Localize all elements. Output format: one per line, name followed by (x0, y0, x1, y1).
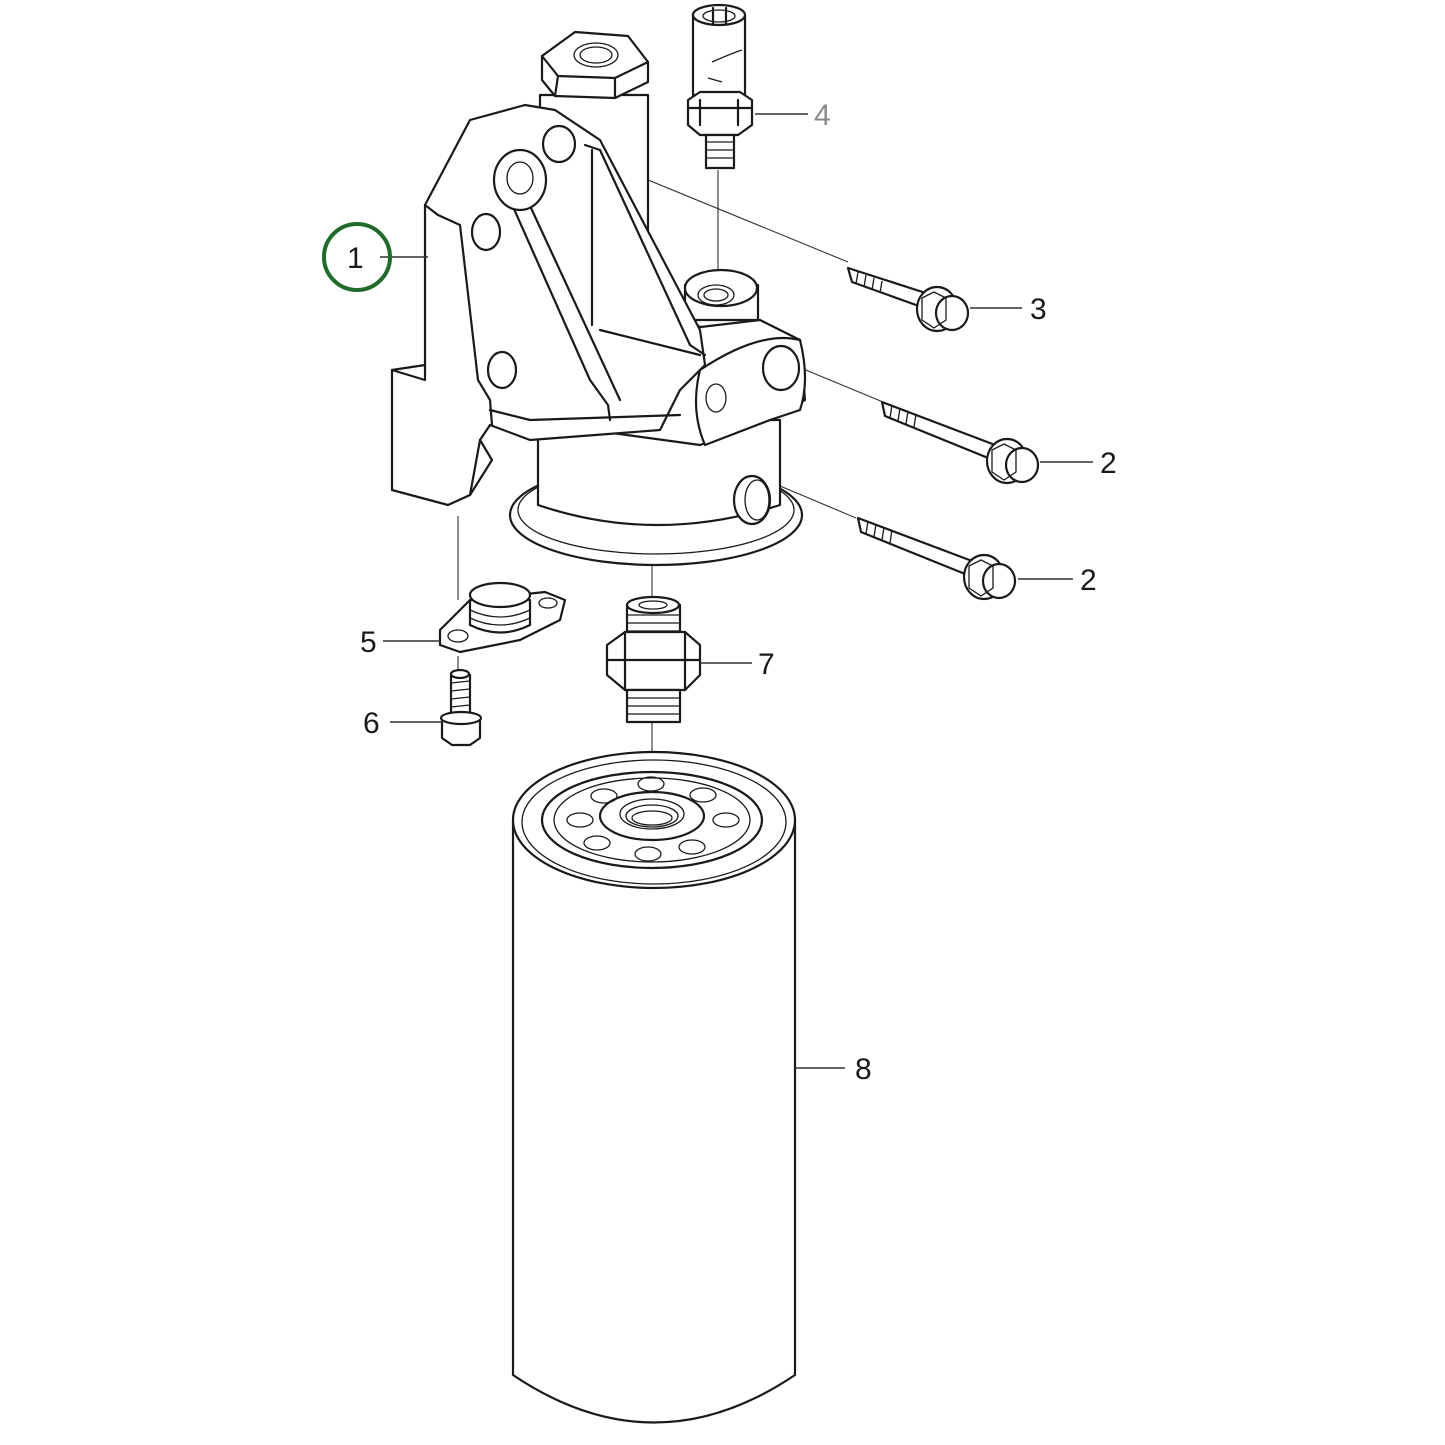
callout-label-6[interactable]: 6 (363, 707, 380, 740)
part-6-screw[interactable] (439, 668, 483, 747)
part-3-bolt[interactable] (846, 266, 970, 333)
part-2-bolt-upper[interactable] (880, 400, 1040, 485)
part-4-pressure-sensor[interactable] (686, 3, 754, 170)
part-2-bolt-lower[interactable] (856, 516, 1017, 601)
callout-label-5[interactable]: 5 (360, 626, 377, 659)
callout-label-8[interactable]: 8 (855, 1053, 872, 1086)
highlight-circle (322, 222, 392, 292)
callout-label-1: 1 (347, 242, 364, 275)
callout-label-4[interactable]: 4 (814, 99, 831, 132)
part-7-nipple[interactable] (605, 595, 702, 724)
callout-1[interactable]: 1 (322, 222, 392, 292)
part-1-housing[interactable] (390, 30, 807, 567)
callout-label-3[interactable]: 3 (1030, 293, 1047, 326)
part-8-filter[interactable] (511, 750, 797, 1424)
callout-label-7[interactable]: 7 (758, 648, 775, 681)
part-5-cover-plate[interactable] (438, 581, 567, 654)
callout-label-2b[interactable]: 2 (1080, 564, 1097, 597)
callout-label-2a[interactable]: 2 (1100, 447, 1117, 480)
